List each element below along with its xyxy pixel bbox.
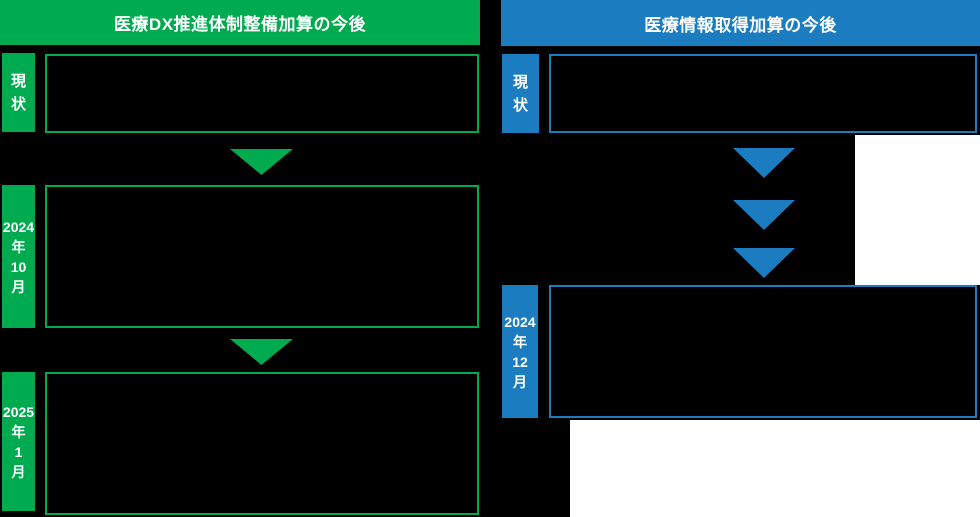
stage-label-line: 状 xyxy=(512,96,528,114)
white-background-region-bottom xyxy=(570,420,980,517)
white-background-region-right xyxy=(855,135,980,285)
stage-label-line: 10 xyxy=(10,258,27,275)
down-arrow-icon xyxy=(733,200,795,230)
stage-label-line: 現 xyxy=(512,73,528,91)
down-arrow-icon xyxy=(230,149,293,175)
down-arrow-icon xyxy=(733,148,795,178)
down-arrow-icon xyxy=(230,339,293,365)
content-box-left-2025-01 xyxy=(45,372,479,515)
stage-label-left-2025-01: 2025 年 1 月 xyxy=(2,372,35,511)
left-panel-header: 医療DX推進体制整備加算の今後 xyxy=(0,0,480,45)
content-box-left-current xyxy=(45,54,479,133)
stage-label-right-current: 現 状 xyxy=(502,54,539,133)
content-box-left-2024-10 xyxy=(45,185,479,328)
right-panel-title: 医療情報取得加算の今後 xyxy=(644,15,837,35)
stage-label-line: 12 xyxy=(512,353,528,370)
stage-label-right-2024-12: 2024 年 12 月 xyxy=(502,285,538,418)
stage-label-line: 2025 xyxy=(2,403,35,420)
stage-label-line: 状 xyxy=(10,95,26,113)
stage-label-line: 2024 xyxy=(2,218,35,235)
stage-label-left-2024-10: 2024 年 10 月 xyxy=(2,185,35,328)
stage-label-line: 2024 xyxy=(504,313,536,330)
stage-label-line: 年 xyxy=(11,238,26,255)
content-box-right-current xyxy=(549,54,977,133)
content-box-right-2024-12 xyxy=(549,285,977,418)
right-panel-header: 医療情報取得加算の今後 xyxy=(501,0,980,46)
stage-label-line: 1 xyxy=(14,443,23,460)
stage-label-line: 月 xyxy=(513,373,527,390)
stage-label-line: 年 xyxy=(11,423,26,440)
stage-label-line: 年 xyxy=(513,333,527,350)
stage-label-line: 月 xyxy=(11,278,26,295)
left-panel-title: 医療DX推進体制整備加算の今後 xyxy=(113,15,367,34)
stage-label-line: 現 xyxy=(10,72,26,90)
stage-label-left-current: 現 状 xyxy=(2,53,35,132)
stage-label-line: 月 xyxy=(11,463,26,480)
down-arrow-icon xyxy=(733,248,795,278)
